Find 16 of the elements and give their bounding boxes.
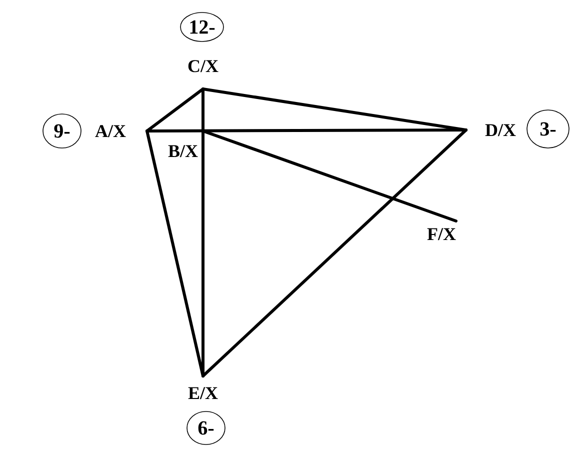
line-segment <box>202 130 458 222</box>
point-label: A/X <box>95 125 126 138</box>
point-label: E/X <box>188 387 218 400</box>
point-label: D/X <box>485 124 516 136</box>
line-segment <box>202 88 468 132</box>
line-segment <box>146 88 204 132</box>
circled-number: 6- <box>186 411 226 445</box>
point-label: B/X <box>168 145 198 158</box>
line-segment <box>146 128 468 132</box>
circled-number: 12- <box>180 12 224 42</box>
line-segment <box>202 128 468 378</box>
point-label: C/X <box>188 60 218 72</box>
circled-number: 3- <box>526 110 570 148</box>
line-segment <box>146 130 204 378</box>
circled-number: 9- <box>42 114 82 148</box>
point-label: F/X <box>427 228 456 240</box>
